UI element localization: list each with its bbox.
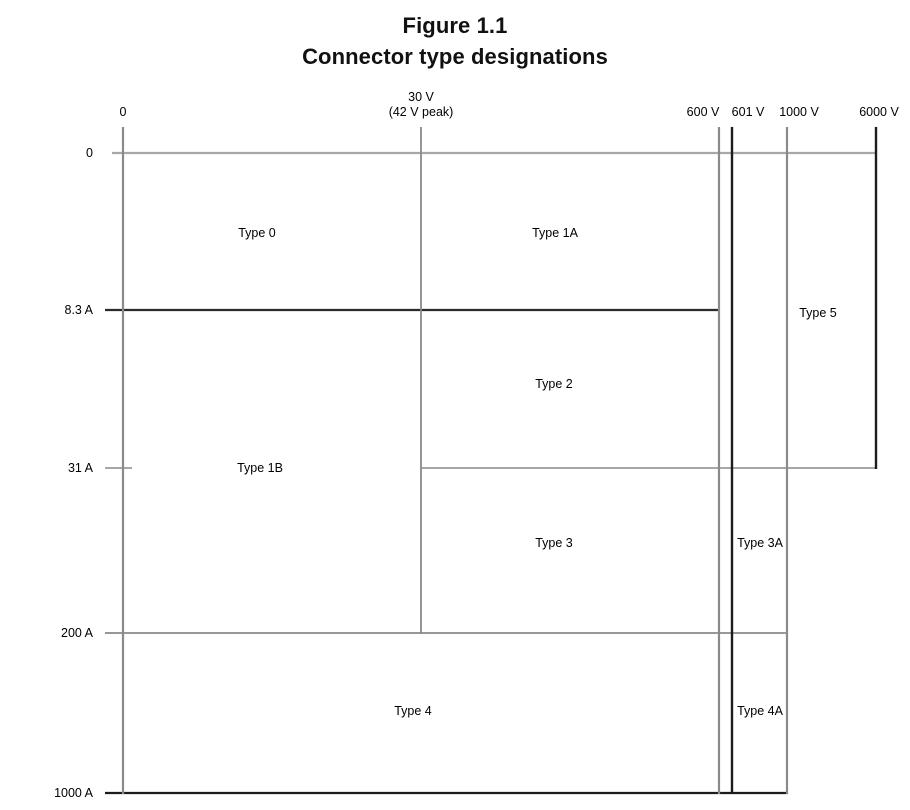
y-tick-label-31a: 31 A xyxy=(67,461,93,475)
region-label-type-5: Type 5 xyxy=(799,306,837,320)
figure-title-line-2: Connector type designations xyxy=(302,44,608,69)
region-label-type-4: Type 4 xyxy=(394,704,432,718)
x-tick-label-0v: 0 xyxy=(119,105,127,119)
x-tick-label-600v: 600 V xyxy=(686,105,720,119)
x-tick-label-30v: 30 V (42 V peak) xyxy=(389,90,454,120)
y-tick-label-200a: 200 A xyxy=(61,626,93,640)
region-label-type-0: Type 0 xyxy=(238,226,276,240)
region-label-type-2: Type 2 xyxy=(535,377,573,391)
x-tick-label-30v-main: 30 V xyxy=(408,90,434,104)
y-tick-label-8.3a: 8.3 A xyxy=(64,303,94,317)
x-tick-label-6000v: 6000 V xyxy=(859,105,899,119)
figure-title: Figure 1.1 Connector type designations xyxy=(0,10,910,72)
y-tick-label-0a: 0 xyxy=(86,146,93,160)
x-tick-label-601v: 601 V xyxy=(731,105,765,119)
figure-title-line-1: Figure 1.1 xyxy=(402,13,508,38)
region-label-type-3a: Type 3A xyxy=(737,536,783,550)
region-label-type-1b: Type 1B xyxy=(237,461,283,475)
region-label-type-3: Type 3 xyxy=(535,536,573,550)
region-label-type-1a: Type 1A xyxy=(532,226,578,240)
y-tick-label-1000a: 1000 A xyxy=(54,786,93,800)
x-tick-label-1000v: 1000 V xyxy=(779,105,819,119)
region-label-type-4a: Type 4A xyxy=(737,704,783,718)
x-tick-label-30v-sub: (42 V peak) xyxy=(388,105,454,119)
